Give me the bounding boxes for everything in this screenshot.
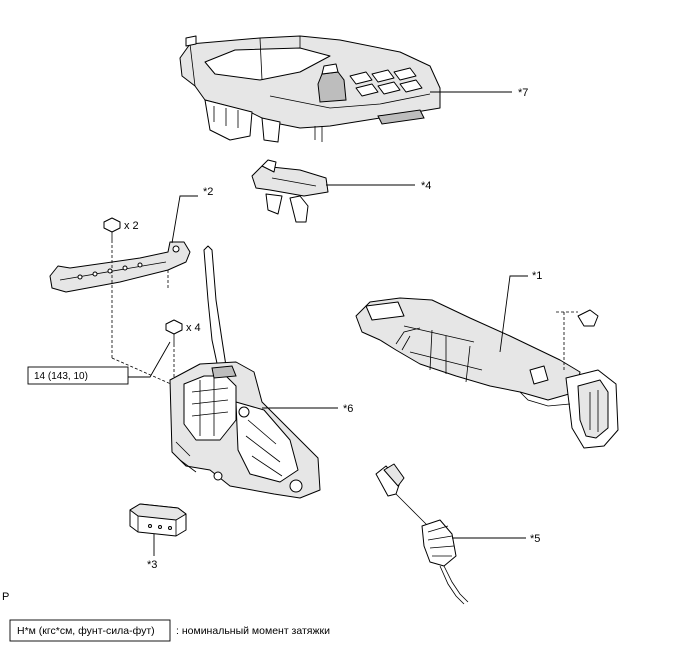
dashed-line-bolt-to-bracket (111, 357, 181, 389)
quantity-label-lower-bolts: x 4 (186, 322, 201, 334)
callout-label-1: *1 (532, 270, 542, 282)
console-housing-part-7 (179, 35, 441, 143)
sensor-bracket-part-4 (251, 159, 329, 223)
torque-spec-value: 14 (143, 10) (34, 371, 88, 382)
torque-spec-box (27, 366, 129, 385)
quantity-label-upper-bolts: x 2 (124, 220, 139, 232)
legend-unit-box (9, 619, 171, 642)
corner-mark: P (2, 591, 9, 603)
control-module-part-3 (129, 503, 187, 537)
bolt-icon-upper (103, 217, 121, 240)
callout-label-4: *4 (421, 180, 431, 192)
bracket-part-2 (49, 241, 191, 293)
shift-lever-assembly-part-6 (169, 245, 321, 499)
shift-cable-part-5 (375, 463, 469, 605)
callout-label-6: *6 (343, 403, 353, 415)
leader-line-1 (499, 275, 528, 353)
callout-label-5: *5 (530, 533, 540, 545)
air-duct-part-1 (355, 297, 619, 449)
leader-line-torque (128, 341, 171, 378)
callout-label-7: *7 (518, 87, 528, 99)
clip-icon (577, 309, 599, 327)
callout-label-3: *3 (147, 559, 157, 571)
leader-line-2 (171, 195, 198, 244)
callout-label-2: *2 (203, 186, 213, 198)
bolt-icon-lower (165, 319, 183, 344)
legend-unit-text: Н*м (кгс*см, фунт-сила-фут) (17, 625, 155, 637)
legend-description: : номинальный момент затяжки (176, 625, 330, 637)
